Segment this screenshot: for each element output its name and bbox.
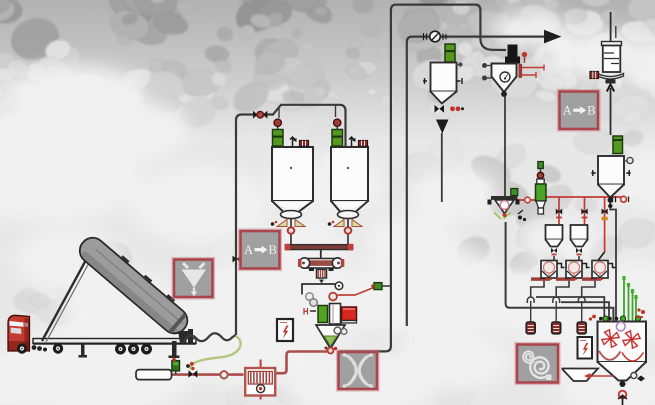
- svg-text:B: B: [269, 243, 277, 257]
- svg-text:A: A: [244, 243, 253, 257]
- svg-text:A: A: [563, 104, 572, 118]
- svg-text:B: B: [587, 104, 595, 118]
